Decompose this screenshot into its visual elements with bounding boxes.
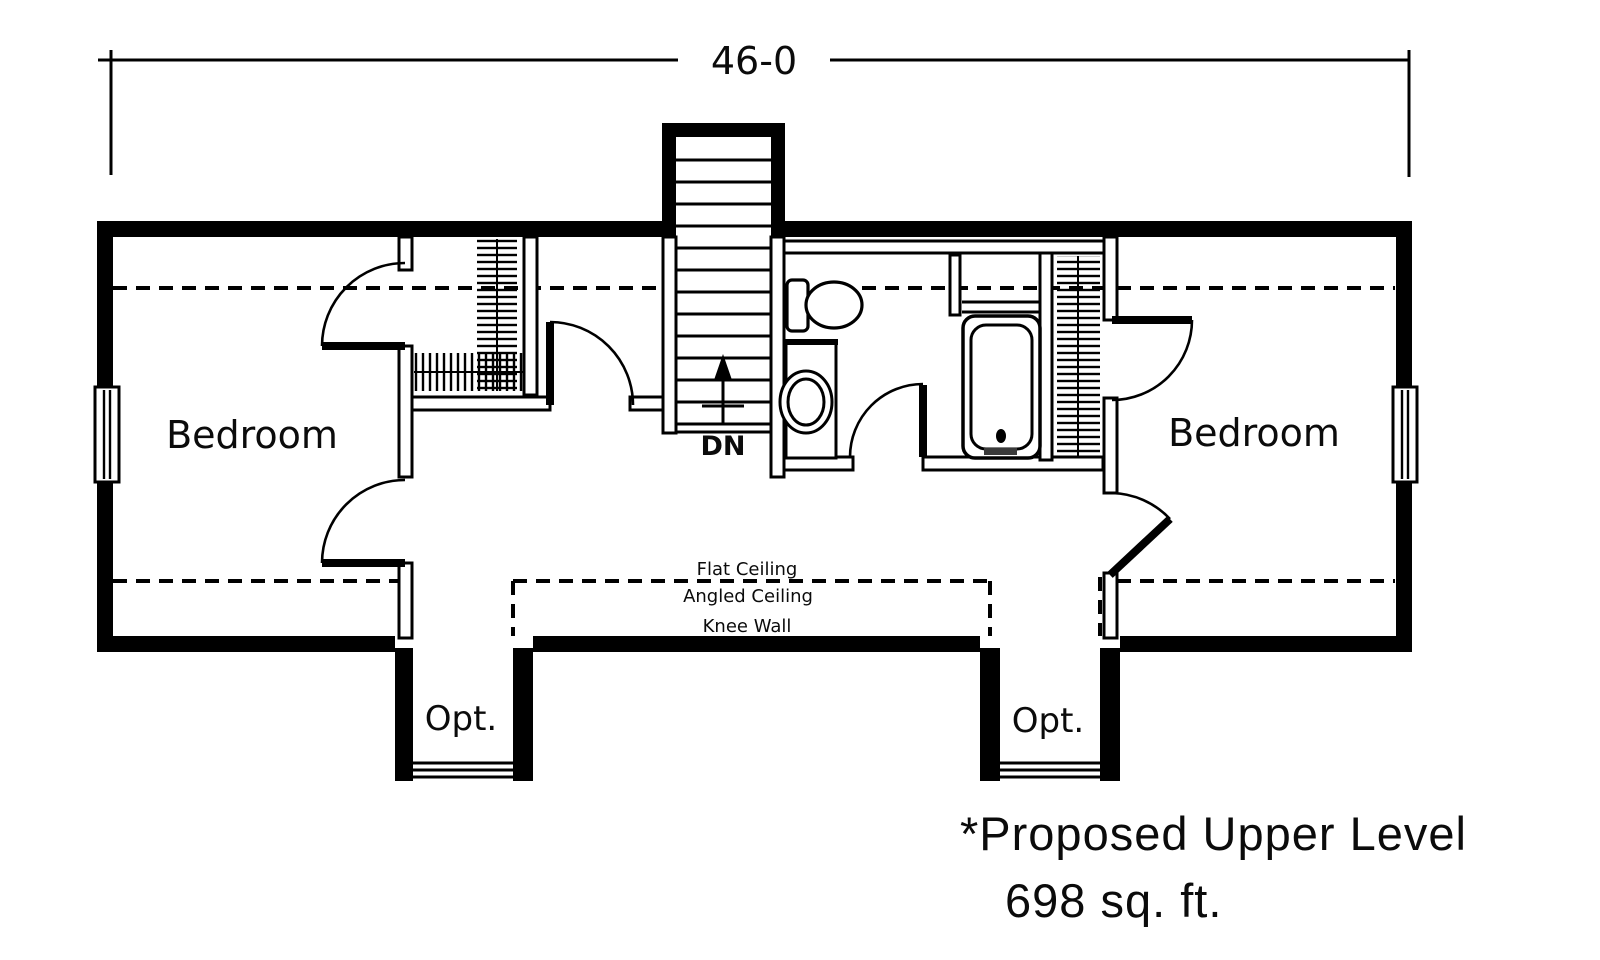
dimension-line: 46-0	[98, 39, 1411, 177]
knee-wall-label: Knee Wall	[703, 616, 792, 637]
left-dormer-opt-label: Opt.	[425, 699, 497, 739]
right-dormer-opt-label: Opt.	[1012, 701, 1084, 741]
right-closet-hatch	[1057, 256, 1100, 458]
stair-direction-arrow	[702, 354, 744, 424]
left-window	[93, 385, 121, 484]
right-bedroom-label: Bedroom	[1168, 411, 1340, 455]
left-bedroom-door	[320, 478, 406, 567]
right-bedroom-door	[1107, 491, 1173, 578]
vanity-sink	[778, 339, 838, 460]
right-window	[1391, 385, 1419, 484]
plan-caption: *Proposed Upper Level 698 sq. ft.	[960, 807, 1467, 927]
caption-area: 698 sq. ft.	[1005, 874, 1222, 927]
stair-down-label: DN	[700, 431, 745, 462]
bathroom-door	[848, 382, 927, 458]
ceiling-break-lines	[113, 286, 1395, 636]
left-closet-hatch	[414, 239, 524, 393]
doors	[320, 261, 1194, 578]
overall-width-dimension: 46-0	[711, 39, 797, 83]
left-closet-door	[320, 261, 406, 350]
staircase: DN	[676, 158, 771, 462]
ceiling-labels: Flat Ceiling Angled Ceiling Knee Wall	[683, 559, 813, 637]
left-bedroom-label: Bedroom	[166, 413, 338, 457]
room-labels: Bedroom Bedroom	[166, 411, 1340, 457]
caption-title: *Proposed Upper Level	[960, 807, 1467, 860]
bathtub	[961, 300, 1042, 460]
dormer-labels: Opt. Opt.	[425, 699, 1084, 741]
right-closet-door	[1111, 316, 1194, 402]
hall-closet-door	[546, 320, 635, 406]
left-dormer-window	[413, 761, 513, 779]
angled-ceiling-label: Angled Ceiling	[683, 586, 813, 607]
toilet	[785, 278, 864, 333]
right-dormer-window	[1000, 761, 1100, 779]
bathroom-fixtures	[778, 278, 1042, 460]
exterior-walls	[97, 123, 1412, 781]
flat-ceiling-label: Flat Ceiling	[697, 559, 798, 580]
